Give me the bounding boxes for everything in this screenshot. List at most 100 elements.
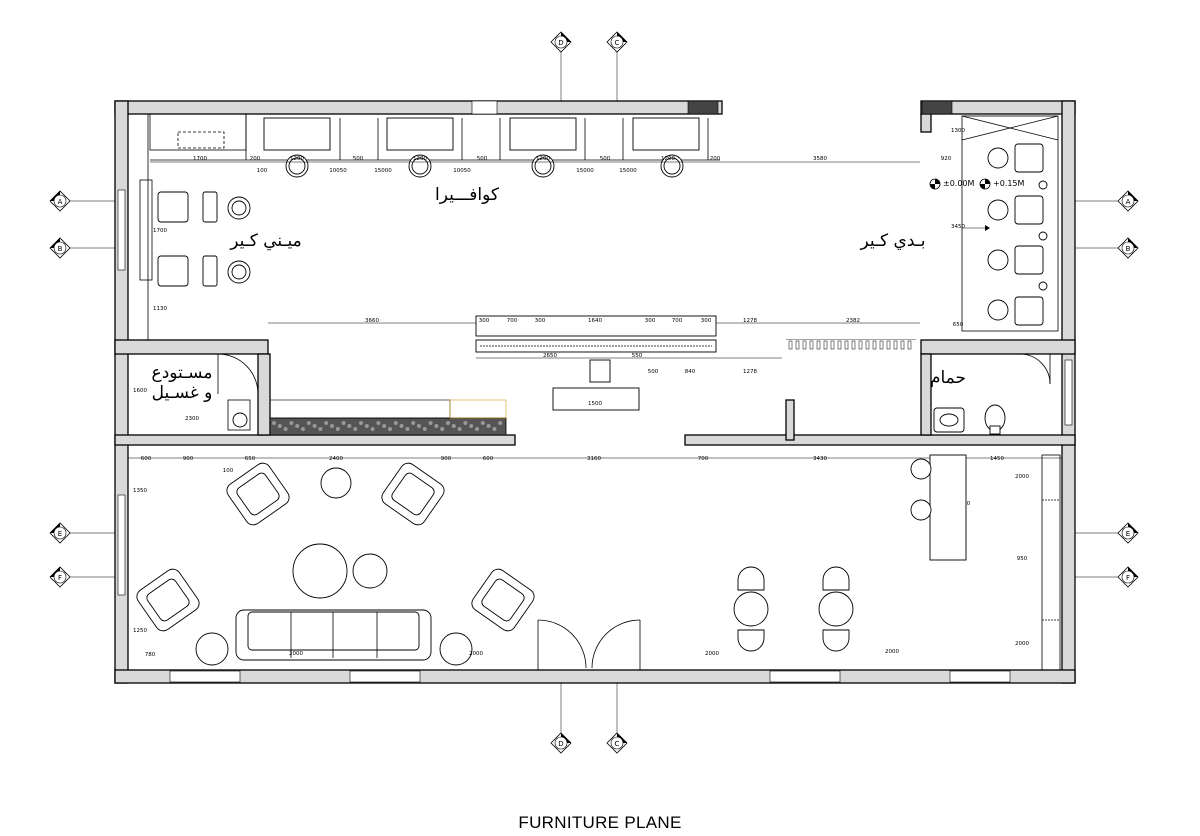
- planter-leaf: [417, 424, 421, 428]
- svg-text:1250: 1250: [133, 628, 147, 634]
- planter-leaf: [283, 427, 288, 431]
- cafe-tables: [733, 566, 854, 652]
- planter-leaf: [434, 424, 439, 428]
- station-4: [632, 117, 700, 178]
- svg-text:2650: 2650: [543, 353, 557, 359]
- coffee-table-small: [352, 553, 388, 589]
- sofa: [235, 609, 432, 661]
- axis-f-right: F: [1126, 574, 1130, 582]
- hatch-slat: [872, 340, 877, 350]
- svg-text:650: 650: [953, 322, 964, 328]
- hatch-slat: [823, 340, 828, 350]
- axis-a-left: A: [58, 198, 63, 206]
- hatched-strip: [786, 340, 916, 350]
- svg-text:1278: 1278: [743, 318, 757, 324]
- svg-text:1700: 1700: [193, 156, 207, 162]
- hatch-slat: [865, 340, 870, 350]
- svg-text:840: 840: [685, 369, 696, 375]
- axis-e-left: E: [58, 530, 62, 538]
- svg-text:3430: 3430: [813, 456, 827, 462]
- side-table-3: [439, 632, 473, 666]
- station-3: [509, 117, 577, 178]
- hatch-slat: [788, 340, 793, 350]
- room-label-storage: مسـتودع: [152, 363, 213, 383]
- planter-leaf: [341, 421, 346, 425]
- axis-b-left: B: [58, 245, 63, 253]
- axis-e-right: E: [1126, 530, 1130, 538]
- svg-text:600: 600: [141, 456, 152, 462]
- side-table-1: [320, 467, 352, 499]
- armchair-2: [381, 462, 445, 526]
- planter-leaf: [475, 427, 479, 431]
- planter-leaf: [318, 427, 323, 431]
- hatch-slat: [886, 340, 891, 350]
- planter-leaf: [440, 427, 445, 431]
- planter-leaf: [393, 421, 398, 425]
- planter-leaf: [335, 427, 340, 431]
- svg-text:500: 500: [353, 156, 364, 162]
- svg-text:2000: 2000: [1015, 641, 1029, 647]
- axis-a-right: A: [1126, 198, 1131, 206]
- svg-text:2000: 2000: [705, 651, 719, 657]
- planter-leaf: [388, 427, 392, 431]
- windows: [117, 100, 1073, 683]
- planter-leaf: [469, 424, 474, 428]
- svg-text:2382: 2382: [846, 318, 860, 324]
- hatch-slat: [893, 340, 898, 350]
- planter-leaf: [422, 427, 427, 431]
- svg-text:3660: 3660: [365, 318, 379, 324]
- svg-text:100: 100: [257, 168, 268, 174]
- armchair-4: [471, 568, 535, 632]
- svg-text:10050: 10050: [329, 168, 347, 174]
- svg-text:300: 300: [535, 318, 546, 324]
- svg-text:2000: 2000: [885, 649, 899, 655]
- planter-leaf: [353, 427, 358, 431]
- planter-leaf: [463, 421, 468, 425]
- hatch-slat: [907, 340, 912, 350]
- planter-leaf: [289, 421, 294, 425]
- level-raised-label: +0.15M: [993, 179, 1025, 188]
- hatch-slat: [795, 340, 800, 350]
- planter-leaf: [428, 421, 433, 425]
- body-care-chair-2: [987, 195, 1044, 225]
- svg-text:1278: 1278: [743, 369, 757, 375]
- page-title: FURNITURE PLANE: [518, 813, 682, 832]
- svg-text:1200: 1200: [290, 156, 304, 162]
- svg-text:2000: 2000: [469, 651, 483, 657]
- hatch-slat: [816, 340, 821, 350]
- planter-leaf: [347, 424, 352, 428]
- room-label-body-care: بـدي كـير: [860, 231, 926, 251]
- planter-leaf: [405, 427, 410, 431]
- planter-leaf: [359, 421, 363, 425]
- planter-leaf: [486, 424, 491, 428]
- hatch-slat: [837, 340, 842, 350]
- svg-text:500: 500: [600, 156, 611, 162]
- svg-text:700: 700: [672, 318, 683, 324]
- svg-text:200: 200: [250, 156, 261, 162]
- svg-text:200: 200: [710, 156, 721, 162]
- hatch-slat: [879, 340, 884, 350]
- axis-c-top: C: [615, 39, 620, 47]
- axis-markers: D C D C A B E: [49, 31, 1139, 754]
- planter-leaf: [272, 421, 276, 425]
- svg-text:3450: 3450: [951, 224, 965, 230]
- station-1: [263, 117, 331, 178]
- svg-text:1500: 1500: [588, 401, 602, 407]
- svg-text:1640: 1640: [588, 318, 602, 324]
- planter-leaf: [480, 421, 485, 425]
- lounge-furniture: [136, 462, 535, 666]
- svg-text:100: 100: [223, 468, 234, 474]
- svg-text:700: 700: [507, 318, 518, 324]
- planter-leaf: [492, 427, 497, 431]
- hatch-slat: [802, 340, 807, 350]
- station-2: [386, 117, 454, 178]
- body-care-chair-1: [987, 143, 1044, 173]
- planter-leaf: [277, 424, 282, 428]
- body-care-chair-3: [987, 245, 1044, 275]
- planter-strip: [269, 399, 507, 436]
- axis-d-top: D: [558, 39, 563, 47]
- mani-pedi-area: 1700 1130: [139, 179, 251, 312]
- svg-text:780: 780: [145, 652, 156, 658]
- svg-text:15000: 15000: [619, 168, 637, 174]
- svg-text:500: 500: [477, 156, 488, 162]
